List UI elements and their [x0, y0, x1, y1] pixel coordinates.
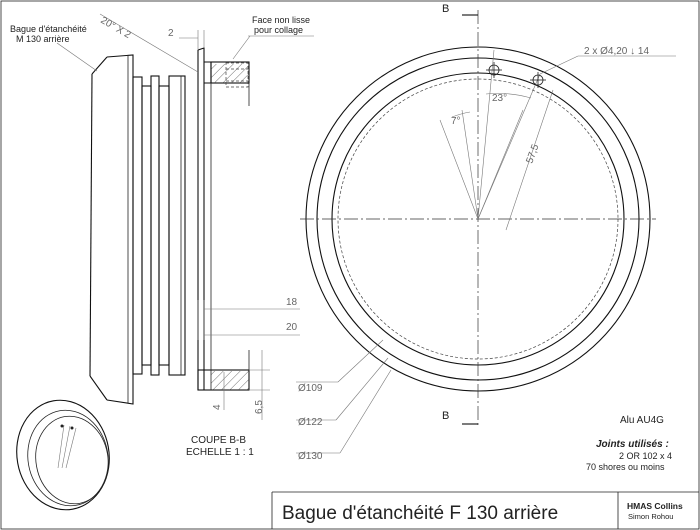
company-name: HMAS Collins: [627, 501, 683, 511]
title-block: [271, 491, 699, 529]
mating-part-label-line1: Bague d'étanchéité: [10, 24, 87, 34]
scale-label: ECHELLE 1 : 1: [186, 447, 254, 458]
front-view: [296, 10, 676, 454]
surface-note-line2: pour collage: [254, 25, 303, 35]
lip-width-dimension: 2: [168, 28, 174, 39]
section-title: COUPE B-B: [191, 435, 246, 446]
material-label: Alu AU4G: [620, 415, 664, 426]
section-view: [99, 13, 314, 420]
width-20-dimension: 20: [286, 322, 298, 333]
section-marker-bottom: B: [442, 410, 449, 422]
seals-line1: 2 OR 102 x 4: [619, 451, 672, 461]
diameter-122: Ø122: [298, 417, 323, 428]
diameter-109: Ø109: [298, 383, 323, 394]
hole-dimension: 2 x Ø4,20 ↓ 14: [584, 46, 649, 57]
section-marker-top: B: [442, 3, 449, 15]
depth-6-5-dimension: 6,5: [254, 400, 265, 414]
angle-23-dimension: 23°: [492, 93, 507, 104]
depth-4-dimension: 4: [212, 404, 223, 410]
chamfer-dimension: 20° X 2: [99, 15, 133, 41]
seals-line2: 70 shores ou moins: [586, 462, 665, 472]
seals-title: Joints utilisés :: [596, 439, 669, 450]
mating-part-label-line2: M 130 arrière: [16, 34, 70, 44]
side-view: [56, 42, 186, 405]
surface-note-line1: Face non lisse: [252, 15, 310, 25]
author-name: Simon Rohou: [628, 512, 673, 521]
drawing-title: Bague d'étanchéité F 130 arrière: [282, 503, 558, 524]
diameter-130: Ø130: [298, 451, 323, 462]
width-18-dimension: 18: [286, 297, 298, 308]
angle-7-dimension: 7°: [451, 116, 461, 127]
isometric-view: [16, 399, 110, 511]
radius-dimension: 57,5: [524, 143, 541, 165]
